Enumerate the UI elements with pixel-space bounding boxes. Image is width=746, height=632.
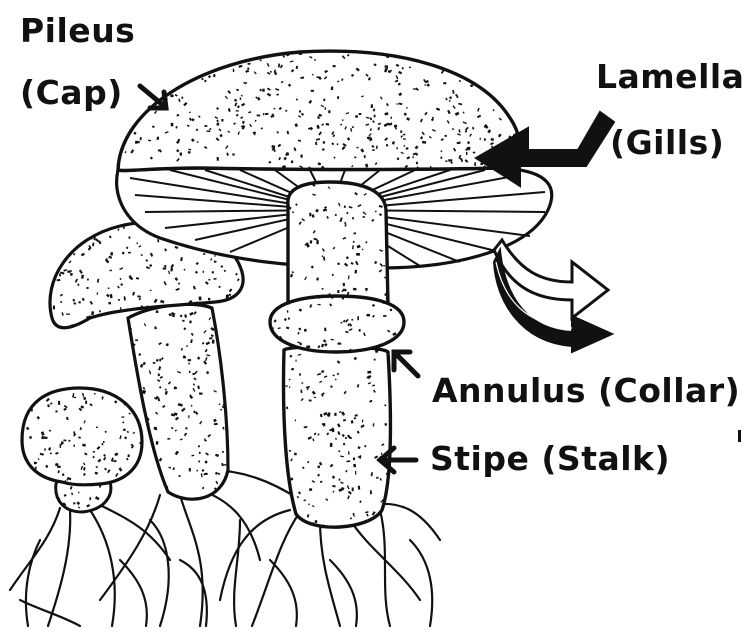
- annulus-collar: [270, 296, 404, 352]
- label-lamella: Lamella: [596, 60, 744, 93]
- label-stipe: Stipe (Stalk): [430, 442, 670, 475]
- gill-spread-arrows: [494, 240, 612, 352]
- label-gills: (Gills): [610, 126, 724, 159]
- button-mushroom: [17, 385, 146, 518]
- label-pileus: Pileus: [20, 14, 135, 47]
- label-cap: (Cap): [20, 76, 123, 109]
- edge-mark: [738, 430, 741, 442]
- label-annulus: Annulus (Collar): [432, 374, 740, 407]
- annulus-arrow: [394, 352, 418, 376]
